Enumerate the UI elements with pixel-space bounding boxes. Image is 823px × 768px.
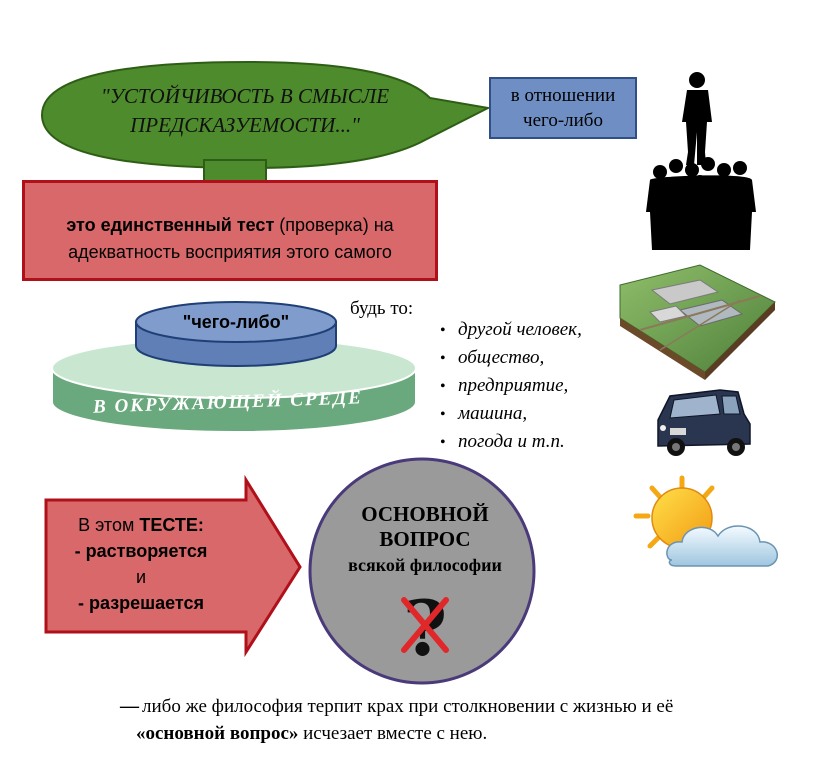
- speech-bubble-text: "УСТОЙЧИВОСТЬ В СМЫСЛЕ ПРЕДСКАЗУЕМОСТИ..…: [70, 82, 420, 140]
- arrow-line-and: и: [135, 567, 147, 587]
- footer-bold: «основной вопрос»: [136, 723, 299, 744]
- test-box: это единственный тест (проверка) на адек…: [22, 180, 438, 281]
- sun-cloud-icon: [633, 475, 778, 567]
- cross-mark-icon: [401, 597, 449, 653]
- test-bold-text: это единственный тест: [66, 215, 275, 235]
- examples-list: другой человек, общество, предприятие, м…: [440, 316, 582, 456]
- circle-line-1: ОСНОВНОЙ: [361, 502, 489, 526]
- philosophy-circle-text: ОСНОВНОЙ ВОПРОС всякой философии: [330, 502, 520, 578]
- list-item: предприятие,: [440, 372, 582, 400]
- footer-dash: —: [120, 696, 139, 717]
- crowd-silhouette-icon: [646, 157, 756, 250]
- object-disk: [135, 301, 337, 367]
- arrow-line-dissolves: - растворяется: [74, 541, 208, 561]
- test-line-2: адекватность восприятия этого самого: [68, 242, 392, 262]
- footer-line-2: «основной вопрос» исчезает вместе с нею.: [136, 723, 488, 744]
- examples-intro: будь то:: [350, 298, 414, 319]
- relation-box: в отношении чего-либо: [489, 77, 637, 139]
- list-item: другой человек,: [440, 316, 582, 344]
- person-silhouette-icon: [682, 72, 712, 165]
- footer-text: —либо же философия терпит крах при столк…: [120, 693, 810, 747]
- relation-line-2: чего-либо: [523, 110, 603, 131]
- bubble-line-1: "УСТОЙЧИВОСТЬ В СМЫСЛЕ: [100, 84, 390, 108]
- relation-line-1: в отношении: [510, 85, 616, 106]
- test-rest-text: (проверка) на: [274, 215, 394, 235]
- arrow-intro: В этом ТЕСТЕ:: [78, 515, 204, 535]
- list-item: общество,: [440, 344, 582, 372]
- suv-car-icon: [657, 389, 751, 456]
- philosophy-circle: [308, 457, 536, 685]
- test-arrow-shape: [44, 474, 302, 658]
- circle-line-2: ВОПРОС: [379, 527, 471, 551]
- bubble-line-2: ПРЕДСКАЗУЕМОСТИ...": [130, 113, 360, 137]
- arrow-line-resolves: - разрешается: [77, 593, 205, 613]
- test-arrow-text: В этом ТЕСТЕ: - растворяется и - разреша…: [46, 512, 236, 616]
- crossed-question-mark: ?: [401, 584, 449, 673]
- circle-line-3: всякой философии: [348, 555, 502, 575]
- object-disk-label: "чего-либо": [182, 312, 290, 332]
- test-line-1: это единственный тест (проверка) на: [35, 212, 425, 239]
- list-item: погода и т.п.: [440, 428, 582, 456]
- footer-line-1: —либо же философия терпит крах при столк…: [120, 693, 810, 720]
- factory-aerial-icon: [619, 264, 776, 380]
- list-item: машина,: [440, 400, 582, 428]
